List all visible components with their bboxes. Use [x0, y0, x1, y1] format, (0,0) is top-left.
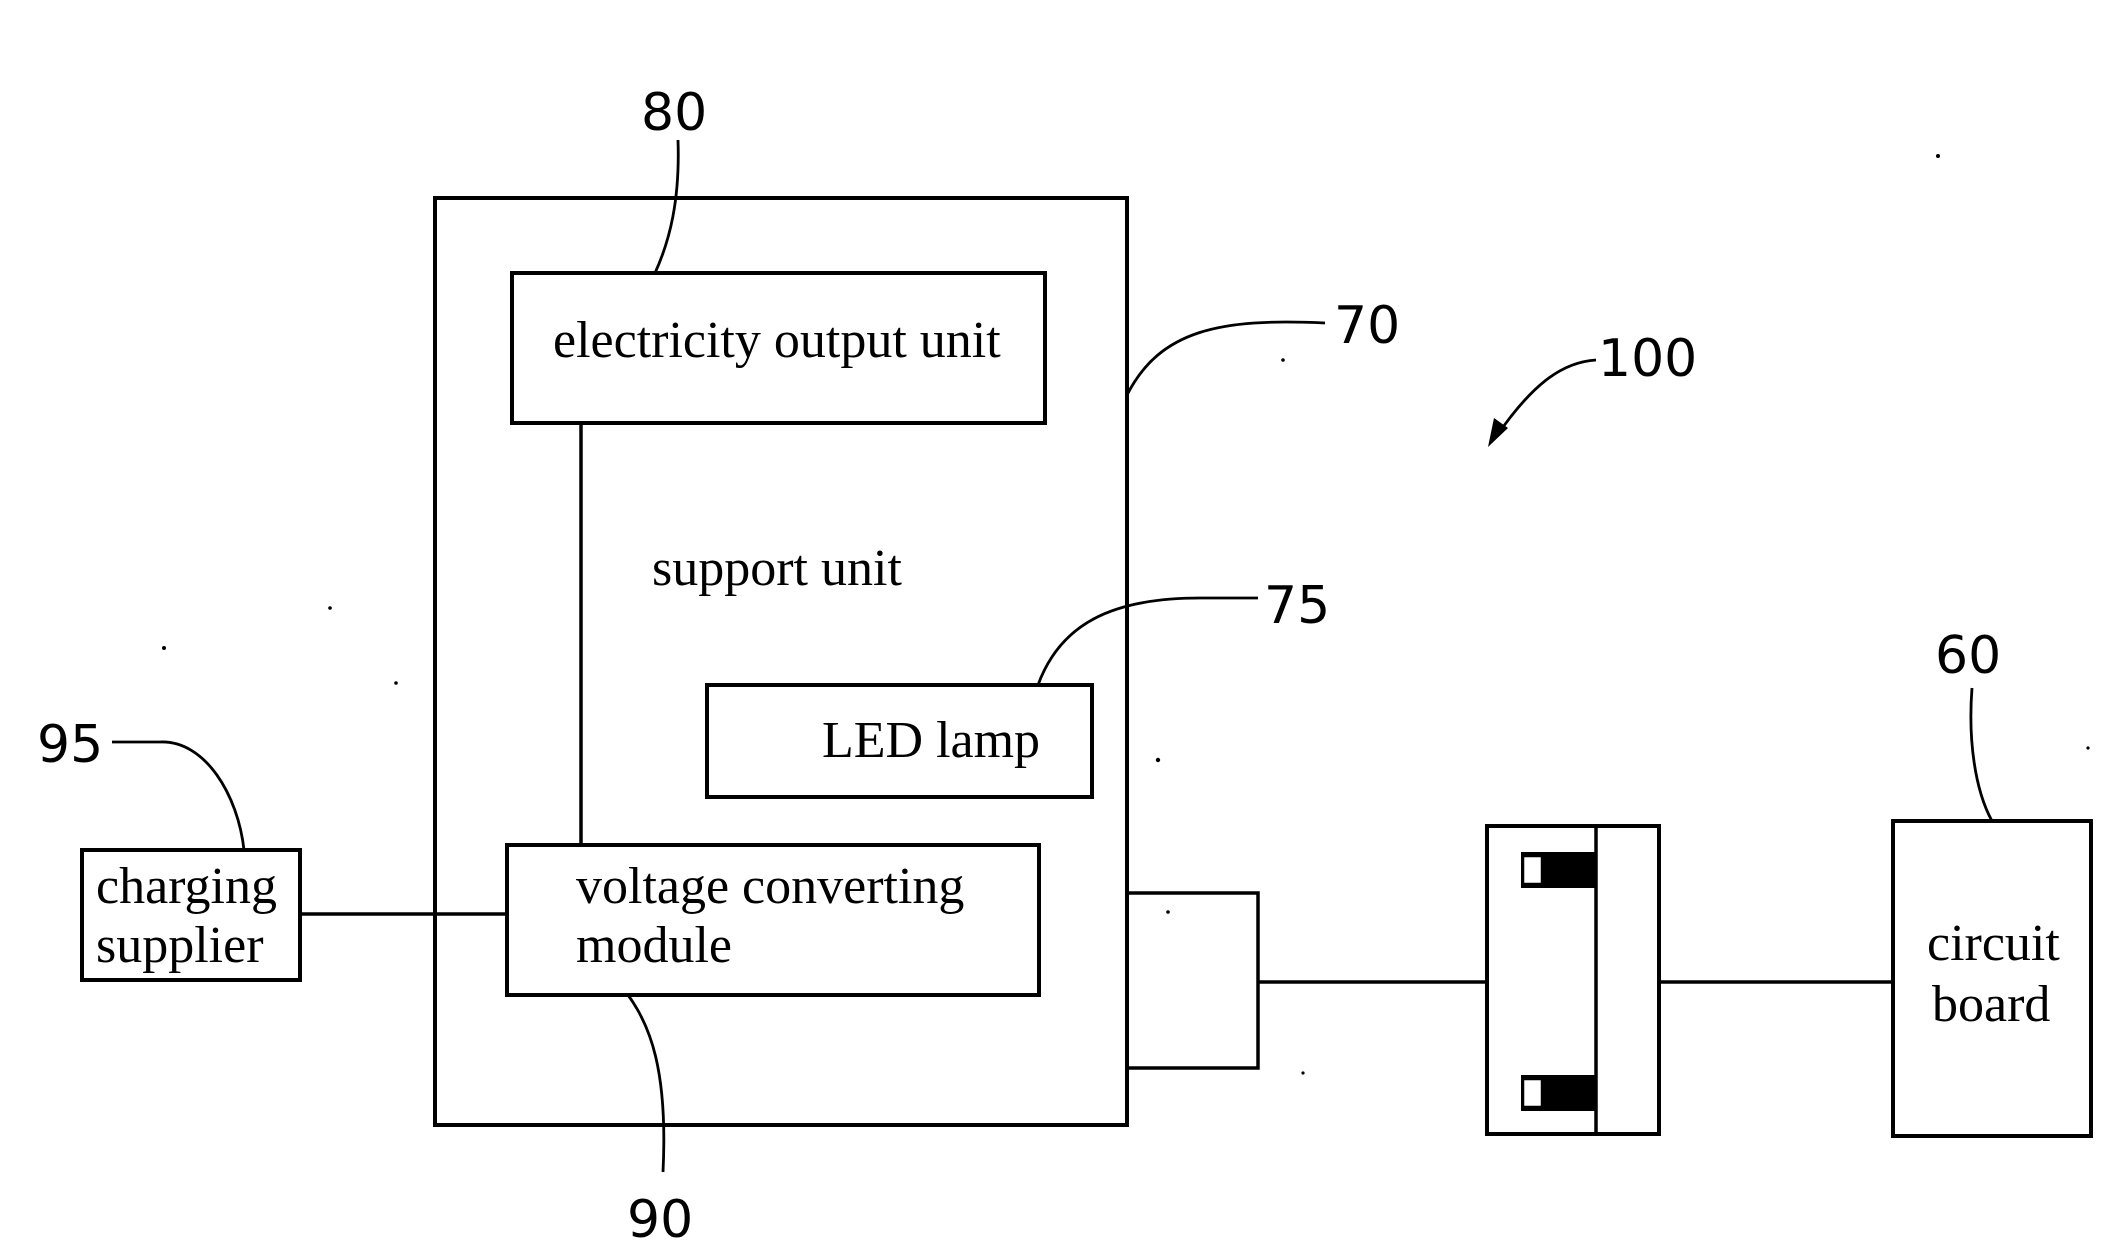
connector	[1487, 826, 1659, 1134]
charging-supplier: charging supplier	[82, 850, 300, 980]
voltage-converting-module-label-line2: module	[576, 917, 732, 974]
charging-supplier-label-line2: supplier	[96, 917, 264, 974]
led-lamp: LED lamp	[707, 685, 1092, 797]
output-port	[1127, 893, 1258, 1068]
ref-60: 60	[1935, 626, 2001, 686]
ref-75: 75	[1264, 576, 1330, 636]
voltage-converting-module-label-line1: voltage converting	[576, 858, 964, 915]
circuit-board-label-line2: board	[1932, 976, 2050, 1033]
circuit-board: circuit board	[1893, 821, 2091, 1136]
ref-100: 100	[1598, 329, 1697, 389]
leader-95	[112, 742, 244, 850]
led-lamp-label: LED lamp	[822, 712, 1040, 769]
ref-95: 95	[37, 715, 103, 775]
electricity-output-unit: electricity output unit	[512, 273, 1045, 423]
leader-70	[1127, 322, 1325, 395]
charging-supplier-label-line1: charging	[96, 858, 277, 915]
voltage-converting-module: voltage converting module	[507, 845, 1039, 995]
ref-70: 70	[1334, 296, 1400, 356]
leader-60	[1971, 688, 1992, 821]
circuit-board-label-line1: circuit	[1927, 915, 2060, 972]
leader-100	[1496, 360, 1596, 437]
ref-90: 90	[627, 1190, 693, 1249]
electricity-output-unit-label: electricity output unit	[553, 312, 1001, 369]
ref-80: 80	[641, 83, 707, 143]
support-unit-label: support unit	[652, 540, 902, 597]
